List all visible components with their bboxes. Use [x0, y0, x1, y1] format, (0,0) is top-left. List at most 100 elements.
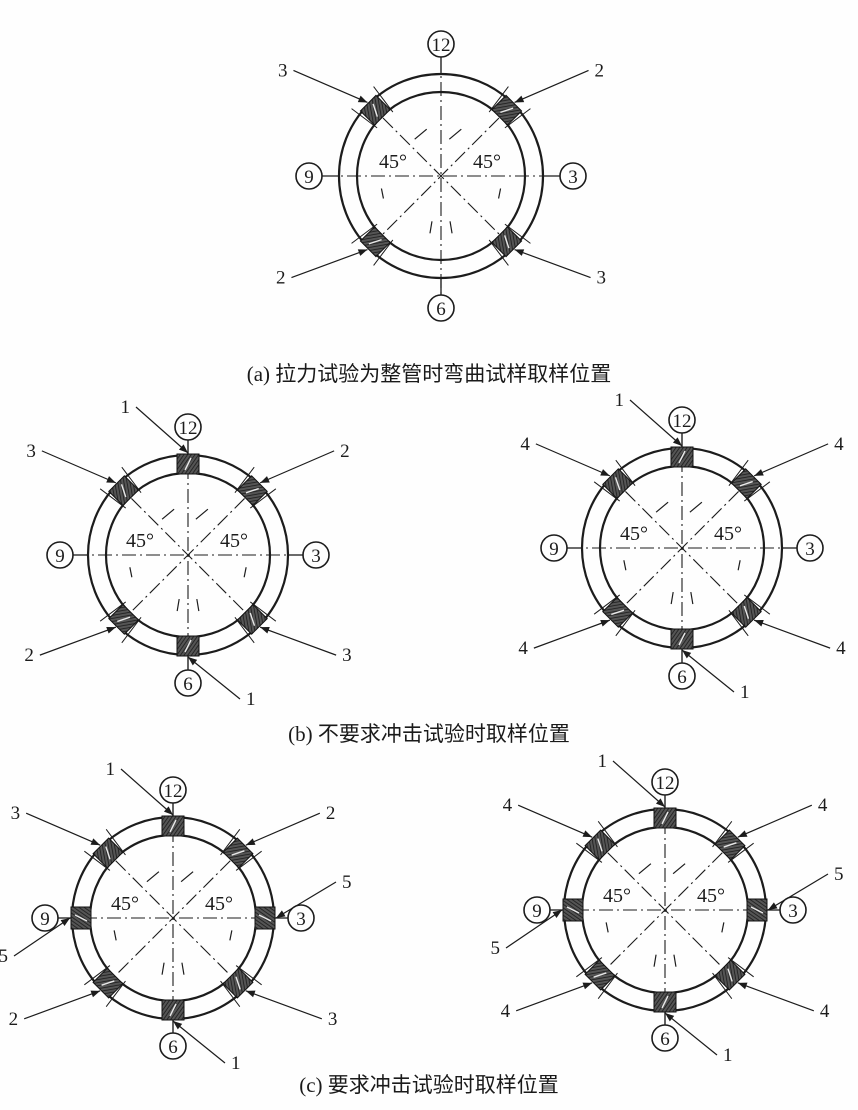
angle-arc-tick [176, 598, 180, 612]
callout-leader [664, 1012, 718, 1056]
callout-arrowhead [737, 830, 748, 838]
callout-label-lower-left: 4 [518, 638, 528, 659]
callout-label-top: 1 [121, 397, 131, 418]
specimen-mark [500, 107, 514, 114]
specimen-mark [678, 632, 686, 646]
callout-arrowhead [600, 619, 610, 627]
specimen-boundary-tick [743, 594, 771, 615]
callout-arrowhead [514, 249, 525, 256]
specimen-boundary-tick [597, 821, 618, 848]
callout-label-lower-right: 4 [820, 1001, 830, 1022]
angle-arc-tick [448, 128, 462, 140]
clock-12-marker [174, 413, 202, 441]
clock-9-marker [46, 541, 74, 569]
callout-arrowhead [106, 626, 116, 634]
callout-leader [517, 804, 593, 838]
callout-leader [41, 450, 117, 484]
specimen-mark [678, 450, 686, 464]
clock-12-marker [668, 406, 696, 434]
specimen-mark [723, 842, 737, 848]
diagonal-centerline [382, 117, 500, 235]
callout-leader [291, 248, 368, 279]
angle-label-left: 45° [603, 885, 631, 907]
diagonal-centerline [131, 498, 245, 612]
callout-leader [533, 619, 611, 649]
specimen-boundary-tick [220, 829, 241, 856]
callout-arrowhead [260, 476, 270, 483]
specimen-boundary-tick [712, 972, 733, 999]
clock-6-label: 6 [436, 299, 446, 320]
specimen-mark [231, 850, 245, 856]
specimen-mark [739, 480, 753, 487]
callout-arrowhead [600, 469, 610, 476]
clock-12-marker [651, 768, 679, 796]
clock-12-label: 12 [432, 35, 451, 56]
specimen-mark [661, 811, 669, 825]
caption-figure-c: (c) 要求冲击试验时取样位置 [299, 1073, 559, 1097]
specimen-boundary-tick [615, 459, 636, 487]
specimen-boundary-tick [220, 980, 241, 1007]
diagonal-centerline [625, 491, 739, 605]
callout-label-bottom: 1 [740, 682, 750, 703]
callout-leader [753, 443, 829, 477]
callout-label-right: 5 [834, 864, 844, 885]
specimen-mark [661, 995, 669, 1009]
specimen-boundary-tick [712, 821, 733, 848]
specimen-mark [566, 906, 580, 914]
callout-label-bottom: 1 [231, 1053, 241, 1074]
callout-leader [514, 248, 591, 279]
clock-9-marker [295, 162, 323, 190]
specimen-boundary-tick [728, 609, 749, 637]
specimen-boundary-tick [249, 488, 277, 509]
callout-arrowhead [90, 990, 101, 998]
callout-leader [275, 881, 337, 919]
callout-arrowhead [106, 476, 116, 483]
angle-arc-tick [672, 863, 686, 875]
specimen-mark [611, 609, 625, 616]
specimen-mark [368, 238, 382, 245]
callout-leader [259, 450, 335, 484]
clock-3-marker [287, 904, 315, 932]
specimen-boundary-tick [249, 601, 277, 622]
specimen-mark [750, 906, 764, 914]
diagonal-centerline [115, 860, 231, 976]
callout-leader [767, 873, 829, 911]
callout-leader [515, 982, 593, 1012]
specimen-boundary-tick [373, 86, 394, 113]
angle-label-right: 45° [205, 893, 233, 915]
specimen-mark [169, 819, 177, 833]
callout-label-lower-left: 4 [501, 1001, 511, 1022]
angle-arc-tick [721, 922, 725, 933]
specimen-mark [105, 846, 111, 860]
callout-label-lower-left: 2 [276, 268, 286, 289]
callout-arrowhead [655, 798, 665, 807]
callout-leader [514, 69, 589, 104]
angle-arc-tick [161, 508, 175, 520]
specimen-mark [593, 972, 607, 978]
diagonal-centerline [607, 852, 723, 968]
clock-9-marker [523, 896, 551, 924]
callout-leader [612, 760, 666, 808]
callout-arrowhead [672, 437, 682, 446]
angle-label-left: 45° [620, 523, 648, 545]
callout-label-lower-left: 2 [24, 645, 34, 666]
angle-label-right: 45° [714, 523, 742, 545]
callout-arrowhead [188, 657, 198, 666]
callout-arrowhead [682, 650, 692, 659]
callout-label-top: 1 [106, 759, 116, 780]
callout-arrowhead [60, 918, 70, 926]
callout-label-upper-right: 2 [326, 803, 336, 824]
specimen-boundary-tick [576, 842, 603, 863]
callout-leader [187, 656, 241, 700]
specimen-mark [245, 487, 259, 494]
callout-leader [39, 626, 117, 656]
angle-arc-tick [129, 567, 133, 578]
callout-leader [293, 69, 368, 104]
callout-label-left: 5 [0, 946, 8, 967]
clock-9-marker [31, 904, 59, 932]
clock-6-label: 6 [183, 674, 193, 695]
angle-arc-tick [690, 591, 694, 605]
specimen-mark [184, 457, 192, 471]
clock-9-label: 9 [532, 901, 542, 922]
